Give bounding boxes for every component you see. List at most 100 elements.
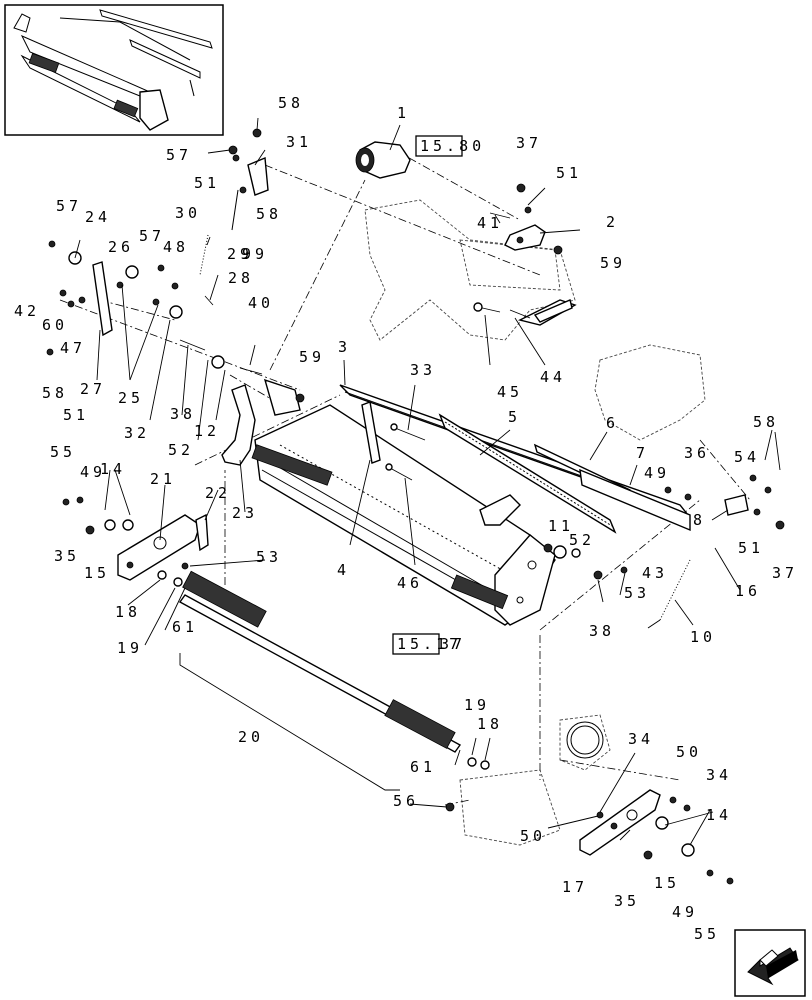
label-24: 24: [85, 208, 111, 226]
leader-lines: [74, 117, 781, 846]
auger-flighting: [251, 444, 509, 610]
label-30: 30: [175, 204, 201, 222]
label-49-left: 49: [80, 463, 106, 481]
label-18-right: 18: [477, 715, 503, 733]
part-strip-7: [579, 468, 691, 532]
label-29: 29: [227, 245, 253, 263]
label-49-mid: 49: [644, 464, 670, 482]
part-main-pan: [254, 404, 556, 626]
label-23: 23: [232, 504, 258, 522]
part-bracket-44: [533, 299, 573, 323]
label-50-left: 50: [520, 827, 546, 845]
part-strip-5: [438, 413, 617, 534]
reference-15-80-text: 15.80: [420, 137, 485, 155]
label-51-right: 51: [556, 164, 582, 182]
label-21: 21: [150, 470, 176, 488]
label-5: 5: [508, 408, 521, 426]
label-17: 17: [562, 878, 588, 896]
label-37-right: 37: [772, 564, 798, 582]
label-59-left: 59: [299, 348, 325, 366]
label-53-left: 53: [256, 548, 282, 566]
label-25: 25: [118, 389, 144, 407]
label-18-left: 18: [115, 603, 141, 621]
label-19-left: 19: [117, 639, 143, 657]
label-54: 54: [734, 448, 760, 466]
label-14-right: 14: [706, 806, 732, 824]
label-53-right: 53: [624, 584, 650, 602]
part-bracket-8: [724, 494, 749, 516]
part-plate-22: [195, 513, 209, 552]
label-55-left: 55: [50, 443, 76, 461]
part-auger-shaft-20: [178, 570, 462, 753]
label-20: 20: [238, 728, 264, 746]
label-38-right: 38: [589, 622, 615, 640]
label-58-top: 58: [278, 94, 304, 112]
label-50-top: 50: [676, 743, 702, 761]
label-19-right: 19: [464, 696, 490, 714]
label-31: 31: [286, 133, 312, 151]
part-spring-10: [659, 559, 691, 621]
spring-hook: [647, 619, 661, 629]
label-26: 26: [108, 238, 134, 256]
part-labels: 1 2 3 4 5 6 7 8 10 11 12 14 14 15 15 16 …: [14, 94, 798, 943]
label-35-left: 35: [54, 547, 80, 565]
label-55-right: 55: [694, 925, 720, 943]
label-12: 12: [194, 422, 220, 440]
label-28: 28: [228, 269, 254, 287]
label-6: 6: [606, 414, 619, 432]
label-58-mid: 58: [256, 205, 282, 223]
label-58-left: 58: [42, 384, 68, 402]
label-52-right: 52: [569, 531, 595, 549]
label-15-left: 15: [84, 564, 110, 582]
label-2: 2: [606, 213, 619, 231]
part-arm-27: [92, 261, 113, 337]
label-4: 4: [337, 561, 350, 579]
label-15-right: 15: [654, 874, 680, 892]
label-1: 1: [397, 104, 410, 122]
label-56: 56: [393, 792, 419, 810]
part-bracket-2: [504, 224, 546, 251]
label-34-left: 34: [628, 730, 654, 748]
label-33: 33: [410, 361, 436, 379]
previous-page-button[interactable]: [734, 929, 806, 997]
label-60: 60: [42, 316, 68, 334]
label-36: 36: [684, 444, 710, 462]
label-35-right: 35: [614, 892, 640, 910]
label-11: 11: [548, 517, 574, 535]
label-58-right: 58: [753, 413, 779, 431]
label-45: 45: [497, 383, 523, 401]
label-7: 7: [636, 444, 649, 462]
label-46: 46: [397, 574, 423, 592]
label-57-left: 57: [56, 197, 82, 215]
label-57-top: 57: [166, 146, 192, 164]
part-side-plate-21: [117, 514, 201, 581]
label-48: 48: [163, 238, 189, 256]
overview-inset: [4, 4, 224, 136]
label-10: 10: [690, 628, 716, 646]
label-59-right: 59: [600, 254, 626, 272]
label-61-right: 61: [410, 758, 436, 776]
reference-15-17: 15.17 37: [392, 633, 462, 655]
label-42: 42: [14, 302, 40, 320]
label-8: 8: [693, 511, 706, 529]
hardware-fasteners: [46, 128, 785, 885]
part-bracket-31: [247, 156, 269, 196]
label-47: 47: [60, 339, 86, 357]
overview-thumbnail-icon: [13, 9, 213, 131]
label-41: 41: [477, 214, 503, 232]
label-27: 27: [80, 380, 106, 398]
part-actuator: [355, 141, 411, 179]
label-14-left: 14: [100, 460, 126, 478]
label-61-left: 61: [172, 618, 198, 636]
label-38-left: 38: [170, 405, 196, 423]
label-99: 99: [242, 245, 268, 263]
part-side-plate-17: [579, 789, 661, 856]
part-spring-30: [199, 234, 209, 276]
part-rod-58: [231, 189, 239, 231]
label-16: 16: [735, 582, 761, 600]
previous-page-arrow-icon: [747, 947, 799, 986]
label-43: 43: [642, 564, 668, 582]
part-lever-33: [361, 401, 381, 464]
label-44: 44: [540, 368, 566, 386]
